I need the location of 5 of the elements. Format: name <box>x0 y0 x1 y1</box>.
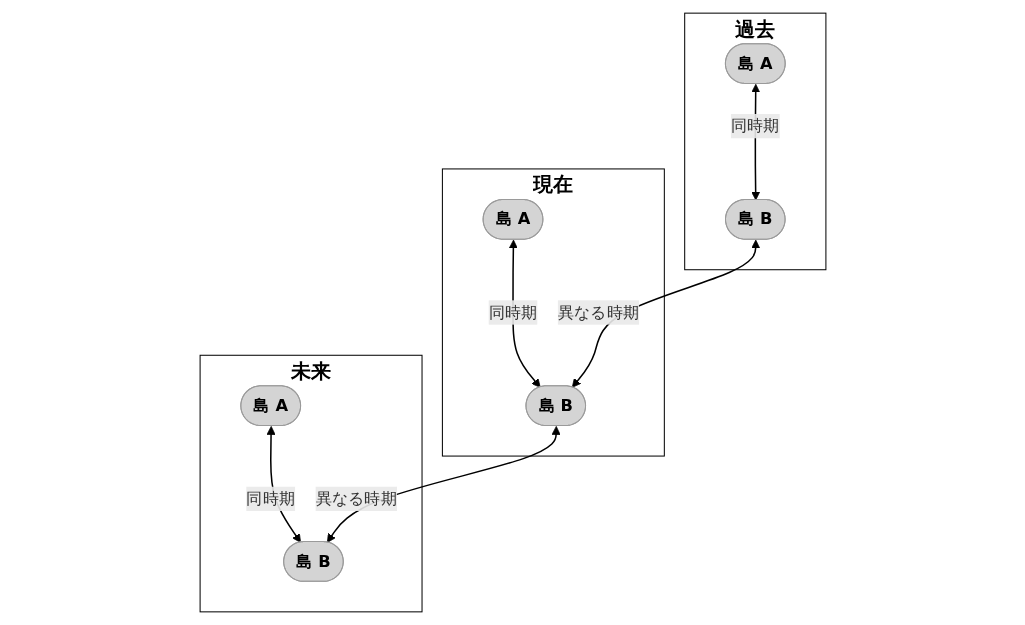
edge-label: 異なる時期 <box>315 488 397 508</box>
edge-label: 同時期 <box>245 488 295 508</box>
edge-label: 異なる時期 <box>557 302 639 322</box>
edge-label: 同時期 <box>488 302 537 322</box>
edge-label: 同時期 <box>730 115 780 136</box>
